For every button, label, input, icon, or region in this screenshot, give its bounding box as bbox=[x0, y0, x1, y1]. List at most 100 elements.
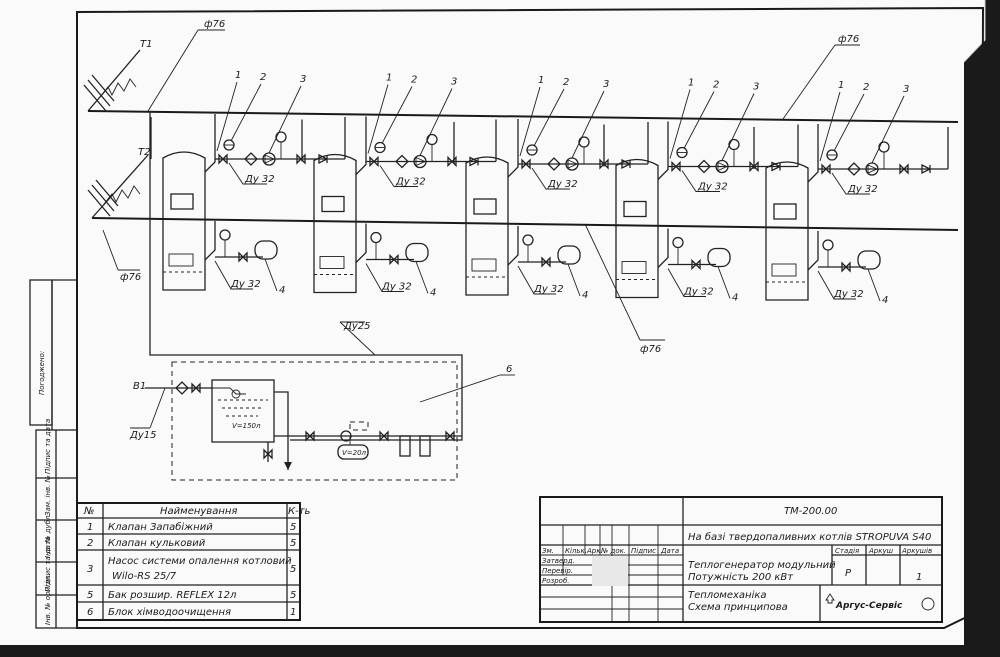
pump-arrow-icon bbox=[717, 161, 729, 172]
makeup-line: Ду25 bbox=[149, 111, 463, 441]
dn32-label: Ду 32 bbox=[847, 184, 878, 195]
t1-label: Т1 bbox=[140, 39, 152, 50]
spec-row-qty: 5 bbox=[290, 522, 296, 533]
strip-label: Зам. інв. № bbox=[44, 475, 52, 516]
check-valve-icon bbox=[921, 163, 932, 175]
return-riser bbox=[807, 231, 819, 271]
spec-row-name-2: Wilo-RS 25/7 bbox=[112, 571, 177, 582]
callout-4: 4 bbox=[430, 288, 436, 299]
doc-name-2: Потужність 200 кВт bbox=[688, 571, 794, 583]
return-riser bbox=[507, 226, 519, 266]
strip-label: Інв. № дубл. bbox=[44, 513, 52, 558]
title-role: Затверд. bbox=[542, 557, 575, 565]
valve-icon bbox=[191, 382, 201, 394]
dn32-label: Ду 32 bbox=[381, 282, 412, 293]
leader bbox=[228, 162, 267, 185]
boiler-door bbox=[321, 195, 345, 213]
stage-head: Стадія bbox=[835, 547, 859, 555]
filter-icon bbox=[399, 435, 411, 457]
leader bbox=[567, 263, 581, 297]
callout-2: 2 bbox=[863, 82, 869, 93]
spec-row-no: 3 bbox=[87, 564, 93, 575]
callout-6: 6 bbox=[506, 364, 512, 375]
leader bbox=[833, 93, 865, 152]
ball-valve-icon bbox=[238, 251, 248, 263]
leader bbox=[867, 268, 881, 302]
pump-arrow-icon bbox=[415, 156, 427, 167]
boiler-door bbox=[473, 198, 497, 215]
return-riser bbox=[657, 228, 669, 268]
leader bbox=[819, 91, 841, 162]
storage-tank bbox=[211, 379, 275, 443]
spec-row-no: 5 bbox=[87, 590, 93, 601]
spec-head-name: Найменування bbox=[160, 506, 237, 517]
callout-3: 3 bbox=[451, 77, 457, 88]
title-role: Розроб. bbox=[542, 577, 570, 585]
title-block: ТМ-200.00 На базі твердопаливних котлів … bbox=[539, 496, 943, 623]
ball-valve-icon bbox=[749, 160, 759, 173]
spec-row-no: 1 bbox=[87, 522, 93, 533]
expansion-tank-icon bbox=[254, 240, 278, 260]
ball-valve-icon bbox=[599, 158, 609, 170]
sheets-value: 1 bbox=[916, 572, 922, 583]
leader bbox=[415, 261, 429, 294]
expansion-tank-icon bbox=[857, 250, 881, 270]
leader bbox=[419, 88, 453, 156]
strainer-icon bbox=[395, 154, 409, 169]
dn32-label: Ду 32 bbox=[547, 179, 578, 190]
leader bbox=[381, 86, 413, 144]
safety-valve-icon bbox=[671, 160, 681, 173]
leader bbox=[683, 91, 715, 149]
spec-row-qty: 5 bbox=[290, 590, 296, 601]
doc-code: ТМ-200.00 bbox=[784, 506, 837, 517]
leader bbox=[214, 260, 253, 290]
dn32-label: Ду 32 bbox=[533, 284, 564, 295]
section-line-1: Тепломеханіка bbox=[688, 589, 767, 601]
boiler-ashpan bbox=[168, 253, 194, 267]
callout-1: 1 bbox=[688, 78, 694, 89]
callout-3: 3 bbox=[603, 79, 609, 90]
expansion-vessel bbox=[337, 444, 369, 460]
leader bbox=[817, 270, 856, 300]
riser-pipe bbox=[507, 119, 519, 178]
title-col-head: № док. bbox=[600, 547, 626, 555]
leader bbox=[721, 93, 755, 161]
riser-pipe bbox=[807, 124, 819, 183]
callout-1: 1 bbox=[235, 70, 241, 81]
check-valve-icon bbox=[771, 161, 782, 172]
leader bbox=[264, 258, 278, 292]
ball-valve-icon bbox=[691, 258, 701, 271]
spec-table: № Найменування К-ть 1 Клапан Запабіжний … bbox=[76, 502, 311, 621]
boiler-door bbox=[773, 203, 797, 220]
strainer-icon bbox=[547, 157, 561, 171]
callout-4: 4 bbox=[882, 295, 888, 306]
return-header-t2: Т2 bbox=[87, 147, 959, 231]
water-treatment-block: 6 В1 Ду15 V=150л V=20л bbox=[129, 361, 515, 481]
dia-callout: ф76 bbox=[204, 19, 225, 30]
callout-2: 2 bbox=[713, 80, 719, 91]
dn25-label: Ду25 bbox=[343, 321, 370, 332]
callout-3: 3 bbox=[903, 84, 909, 95]
title-col-head: Арк. bbox=[586, 547, 603, 555]
callout-2: 2 bbox=[563, 77, 569, 88]
leader bbox=[871, 95, 905, 164]
spec-row-name: Бак розшир. REFLEX 12л bbox=[108, 590, 237, 601]
leader bbox=[669, 89, 691, 159]
dia-callout: ф76 bbox=[640, 344, 661, 355]
boiler bbox=[765, 161, 809, 301]
riser-pipe bbox=[657, 121, 669, 180]
dn32-label: Ду 32 bbox=[244, 174, 275, 185]
tank-volume: V=150л bbox=[232, 422, 261, 430]
spec-row-qty: 1 bbox=[290, 607, 296, 618]
leader bbox=[517, 265, 556, 295]
leader bbox=[667, 268, 706, 297]
strainer-icon bbox=[175, 381, 189, 395]
pump-arrow-icon bbox=[567, 159, 579, 169]
callout-2: 2 bbox=[260, 72, 266, 83]
spec-head-no: № bbox=[83, 506, 94, 517]
dn32-label: Ду 32 bbox=[230, 279, 261, 290]
pump-icon bbox=[340, 430, 352, 442]
